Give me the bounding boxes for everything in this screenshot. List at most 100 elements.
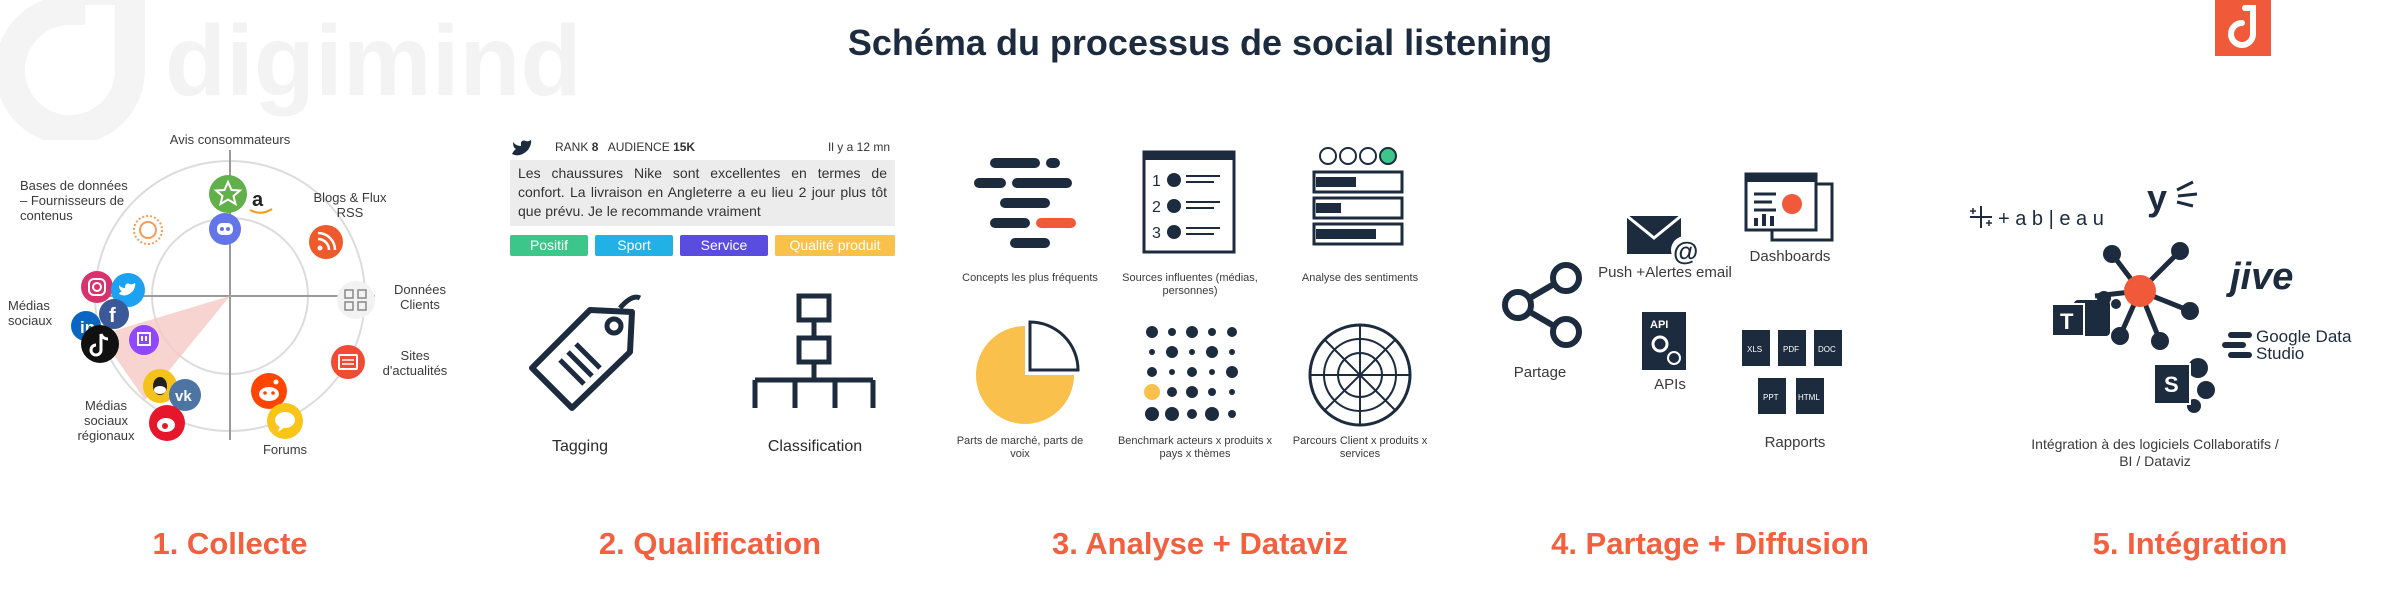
digimind-watermark: digimind	[0, 0, 660, 145]
digimind-logo-icon	[2228, 5, 2256, 48]
svg-text:S: S	[2164, 372, 2179, 397]
tableau-logo-text: + a b | e a u	[1998, 208, 2104, 230]
tiktok-icon	[81, 325, 119, 363]
step-5-integration: 5. Intégration	[2092, 526, 2288, 561]
rank-label: RANK	[555, 140, 589, 154]
benchmark-icon	[1144, 326, 1238, 421]
qualification-section: RANK 8 AUDIENCE 15K Il y a 12 mn Les cha…	[500, 130, 900, 470]
sharepoint-icon: S	[2153, 358, 2215, 413]
jive-logo-text: jive	[2230, 256, 2294, 298]
step-2-qualification: 2. Qualification	[598, 526, 822, 561]
weibo-icon	[149, 405, 185, 441]
svg-text:@: @	[1673, 236, 1698, 266]
rss-icon	[309, 225, 343, 259]
tag-qualite-produit: Qualité produit	[775, 235, 895, 256]
twitter-icon	[512, 140, 532, 156]
data-icon	[337, 281, 375, 319]
dashboard-icon	[1744, 172, 1834, 242]
list-num-2: 2	[1152, 199, 1161, 216]
file-pdf: PDF	[1783, 345, 1799, 354]
label-sites-actualites: Sites d'actualités	[382, 348, 448, 378]
digimind-logo	[2215, 0, 2271, 56]
amazon-icon: a	[249, 189, 273, 214]
label-partage: Partage	[1513, 364, 1567, 381]
label-blogs-rss: Blogs & Flux RSS	[313, 190, 387, 220]
step-4-partage: 4. Partage + Diffusion	[1551, 526, 1869, 561]
label-donnees-clients: Données Clients	[393, 282, 447, 312]
label-medias-regionaux: Médias sociaux régionaux	[77, 398, 135, 443]
email-icon: @	[1626, 214, 1699, 266]
twitch-icon	[129, 325, 159, 355]
sentiment-icon	[1312, 147, 1404, 246]
tableau-icon	[1970, 206, 1992, 228]
file-xls: XLS	[1747, 345, 1762, 354]
share-icon	[1502, 262, 1582, 348]
label-dashboards: Dashboards	[1749, 248, 1831, 265]
svg-text:T: T	[2060, 309, 2074, 334]
file-doc: DOC	[1818, 345, 1836, 354]
post-text: Les chaussures Nike sont excellentes en …	[510, 160, 895, 226]
label-push-alertes: Push +Alertes email	[1598, 264, 1732, 281]
classification-icon	[752, 293, 876, 408]
rank-value: 8	[591, 140, 599, 154]
vk-icon: vk	[169, 379, 201, 411]
label-parcours: Parcours Client x produits x services	[1292, 435, 1428, 460]
label-parts: Parts de marché, parts de voix	[956, 435, 1084, 460]
twitter-icon	[111, 273, 145, 307]
label-sources: Sources influentes (médias, personnes)	[1122, 272, 1258, 297]
google-data-studio-label: Google Data Studio	[2256, 327, 2352, 363]
tag-icon	[529, 294, 642, 411]
page-title: Schéma du processus de social listening	[847, 22, 1553, 63]
svg-text:vk: vk	[175, 388, 192, 405]
svg-text:a: a	[252, 189, 264, 211]
label-classification: Classification	[767, 438, 863, 455]
blog-icon	[133, 215, 163, 245]
list-num-3: 3	[1152, 225, 1161, 242]
svg-text:f: f	[109, 305, 116, 327]
tag-sport: Sport	[595, 235, 673, 256]
file-html: HTML	[1798, 393, 1820, 402]
label-apis: APIs	[1654, 376, 1686, 393]
integration-hub-icon	[2094, 242, 2199, 350]
digimind-watermark-logo: digimind	[0, 0, 582, 145]
post-time: Il y a 12 mn	[827, 140, 890, 154]
label-bases-donnees: Bases de données – Fournisseurs de conte…	[20, 178, 128, 223]
discord-icon	[209, 213, 241, 245]
star-icon	[209, 175, 247, 213]
label-forums: Forums	[262, 442, 308, 457]
label-benchmark: Benchmark acteurs x produits x pays x th…	[1117, 435, 1273, 460]
label-integration-caption: Intégration à des logiciels Collaboratif…	[2031, 436, 2279, 469]
label-medias-sociaux: Médias sociaux	[8, 298, 53, 328]
label-tagging: Tagging	[551, 438, 609, 455]
pie-chart-icon	[976, 320, 1080, 424]
teams-icon: T	[2051, 291, 2121, 337]
yammer-icon: y	[2147, 177, 2198, 218]
step-3-analyse: 3. Analyse + Dataviz	[1051, 526, 1349, 561]
list-num-1: 1	[1152, 173, 1161, 190]
svg-text:y: y	[2147, 177, 2167, 218]
qq-icon	[143, 369, 177, 403]
watermark-text: digimind	[165, 5, 582, 117]
label-sentiments: Analyse des sentiments	[1301, 272, 1419, 284]
label-rapports: Rapports	[1764, 434, 1826, 451]
forum-icon	[267, 403, 303, 439]
instagram-icon	[81, 271, 113, 303]
sources-list-icon: 1 2 3	[1142, 150, 1236, 254]
reddit-icon	[251, 373, 287, 409]
label-concepts: Concepts les plus fréquents	[962, 272, 1098, 284]
post-meta: RANK 8 AUDIENCE 15K	[555, 140, 695, 154]
news-icon	[331, 345, 365, 379]
reports-icon: XLS PDF DOC PPT HTML	[1742, 330, 1842, 414]
api-icon-text: API	[1650, 319, 1668, 331]
web-radar-icon	[1308, 323, 1412, 427]
collecte-section: a f in vk Avis consommateurs Bases de do…	[0, 120, 470, 480]
label-avis-consommateurs: Avis consommateurs	[169, 132, 291, 147]
step-1-collecte: 1. Collecte	[152, 526, 308, 561]
concepts-icon	[974, 158, 1076, 248]
integration-section: + a b | e a u y T jive Google Data Studi…	[1950, 160, 2370, 470]
tag-positif: Positif	[510, 235, 588, 256]
analyse-section: Concepts les plus fréquents 1 2 3 Source…	[940, 140, 1440, 470]
tag-service: Service	[680, 235, 768, 256]
api-icon: API	[1642, 312, 1686, 370]
google-data-studio-icon	[2222, 332, 2252, 358]
